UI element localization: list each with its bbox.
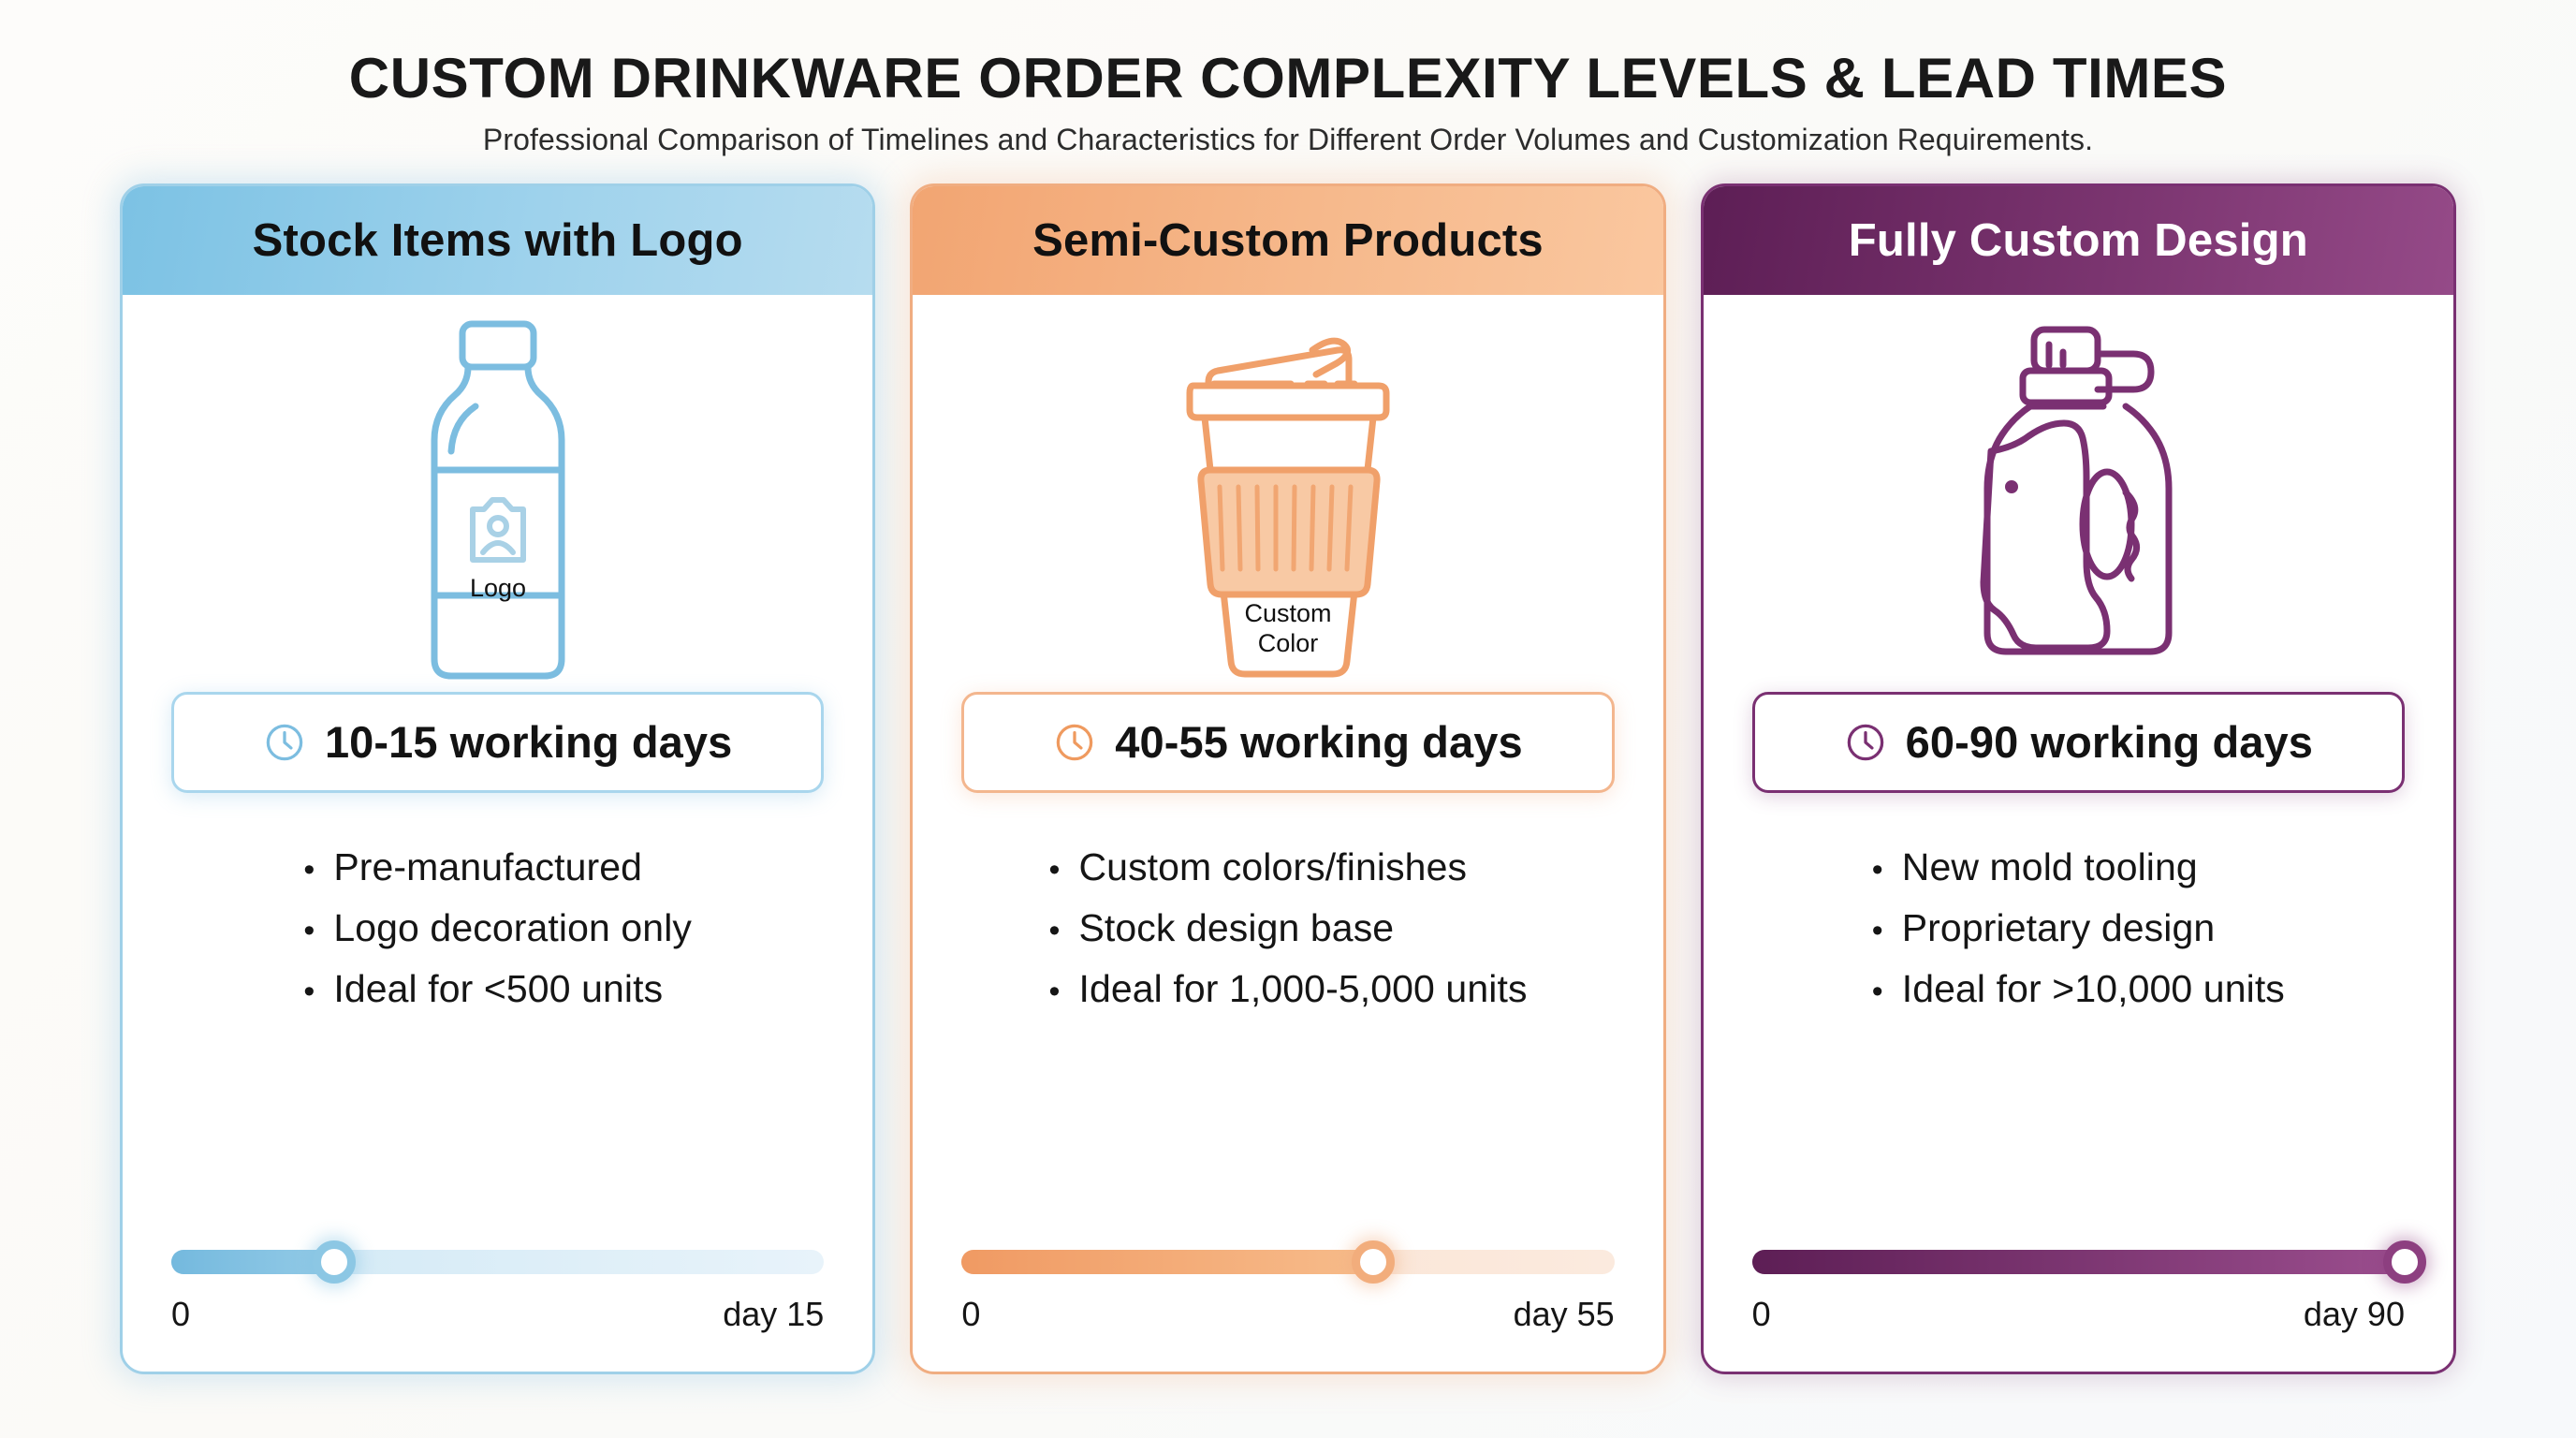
bullet-icon: • <box>303 973 315 1009</box>
card-title-2: Semi-Custom Products <box>1032 214 1544 266</box>
feature-text: Proprietary design <box>1901 905 2216 949</box>
lead-time-text-1: 10-15 working days <box>324 717 733 768</box>
illustration-2: Custom Color <box>913 295 1662 688</box>
lead-time-text-3: 60-90 working days <box>1905 717 2314 768</box>
slider-knob-3[interactable] <box>2382 1240 2426 1284</box>
list-item: • New mold tooling <box>1872 845 2285 889</box>
feature-text: New mold tooling <box>1901 844 2198 888</box>
slider-scale-1: 0 day 15 <box>171 1295 824 1334</box>
slider-fill-1 <box>171 1249 335 1274</box>
illustration-label-2-line2: Color <box>1258 629 1319 657</box>
lead-time-badge-3[interactable]: 60-90 working days <box>1751 691 2405 793</box>
clock-icon <box>266 724 303 761</box>
lead-time-wrap-3: 60-90 working days <box>1704 688 2453 793</box>
page-header: CUSTOM DRINKWARE ORDER COMPLEXITY LEVELS… <box>0 0 2576 157</box>
features-3: • New mold tooling • Proprietary design … <box>1704 793 2453 1250</box>
bullet-icon: • <box>303 912 315 948</box>
slider-scale-2: 0 day 55 <box>961 1295 1614 1334</box>
illustration-label-2-line1: Custom <box>1244 599 1331 627</box>
clock-icon <box>1847 724 1883 761</box>
water-bottle-icon: Logo <box>431 320 565 680</box>
bullet-icon: • <box>1871 851 1883 888</box>
slider-area-3: 0 day 90 <box>1704 1240 2453 1372</box>
bullet-icon: • <box>1048 973 1061 1009</box>
card-header-1: Stock Items with Logo <box>123 185 873 295</box>
feature-list-3: • New mold tooling • Proprietary design … <box>1872 845 2285 1011</box>
card-header-3: Fully Custom Design <box>1703 185 2453 295</box>
illustration-1: Logo <box>123 295 872 688</box>
illustration-label-1: Logo <box>470 574 526 602</box>
slider-max-label: day 15 <box>723 1294 825 1333</box>
card-stock-items-with-logo[interactable]: Stock Items with Logo <box>120 183 876 1374</box>
bullet-icon: • <box>1871 973 1883 1009</box>
slider-min-label: 0 <box>961 1294 981 1333</box>
slider-max-label: day 90 <box>2303 1294 2405 1333</box>
coffee-cup-icon: Custom Color <box>1186 337 1390 678</box>
page-title: CUSTOM DRINKWARE ORDER COMPLEXITY LEVELS… <box>348 47 2228 110</box>
feature-list-2: • Custom colors/finishes • Stock design … <box>1048 845 1527 1011</box>
lead-time-wrap-1: 10-15 working days <box>123 688 872 793</box>
list-item: • Ideal for <500 units <box>303 967 692 1011</box>
card-title-3: Fully Custom Design <box>1848 214 2308 266</box>
feature-text: Custom colors/finishes <box>1078 844 1468 888</box>
lead-time-badge-1[interactable]: 10-15 working days <box>171 691 825 793</box>
slider-knob-1[interactable] <box>313 1240 357 1284</box>
sport-bottle-icon <box>1980 326 2173 655</box>
clock-icon <box>1057 724 1093 761</box>
cup-sleeve <box>1197 466 1381 598</box>
card-fully-custom-design[interactable]: Fully Custom Design <box>1700 183 2456 1374</box>
list-item: • Ideal for >10,000 units <box>1872 967 2285 1011</box>
page-subtitle: Professional Comparison of Timelines and… <box>482 122 2094 156</box>
bullet-icon: • <box>1871 912 1883 948</box>
list-item: • Proprietary design <box>1872 906 2285 950</box>
card-semi-custom-products[interactable]: Semi-Custom Products <box>910 183 1666 1374</box>
slider-area-1: 0 day 15 <box>123 1240 872 1372</box>
feature-text: Pre-manufactured <box>333 844 643 888</box>
bullet-icon: • <box>303 851 315 888</box>
slider-area-2: 0 day 55 <box>913 1240 1662 1372</box>
slider-track-3[interactable] <box>1751 1240 2426 1284</box>
list-item: • Pre-manufactured <box>303 845 692 889</box>
feature-text: Ideal for >10,000 units <box>1901 966 2285 1010</box>
feature-text: Stock design base <box>1078 905 1395 949</box>
illustration-3 <box>1704 295 2453 688</box>
feature-text: Ideal for 1,000-5,000 units <box>1078 966 1528 1010</box>
slider-max-label: day 55 <box>1513 1294 1615 1333</box>
lead-time-text-2: 40-55 working days <box>1115 717 1523 768</box>
feature-text: Ideal for <500 units <box>333 966 664 1010</box>
bullet-icon: • <box>1048 851 1061 888</box>
card-title-1: Stock Items with Logo <box>252 214 743 266</box>
lead-time-badge-2[interactable]: 40-55 working days <box>961 691 1615 793</box>
slider-scale-3: 0 day 90 <box>1752 1295 2405 1334</box>
slider-fill-3 <box>1751 1249 2405 1274</box>
list-item: • Logo decoration only <box>303 906 692 950</box>
lead-time-wrap-2: 40-55 working days <box>913 688 1662 793</box>
card-header-2: Semi-Custom Products <box>913 185 1663 295</box>
list-item: • Stock design base <box>1048 906 1527 950</box>
slider-min-label: 0 <box>171 1294 191 1333</box>
feature-list-1: • Pre-manufactured • Logo decoration onl… <box>303 845 692 1011</box>
bullet-icon: • <box>1048 912 1061 948</box>
list-item: • Ideal for 1,000-5,000 units <box>1048 967 1527 1011</box>
slider-track-1[interactable] <box>171 1240 825 1284</box>
slider-fill-2 <box>961 1249 1373 1274</box>
slider-min-label: 0 <box>1751 1294 1771 1333</box>
features-1: • Pre-manufactured • Logo decoration onl… <box>123 793 872 1250</box>
features-2: • Custom colors/finishes • Stock design … <box>913 793 1662 1250</box>
slider-knob-2[interactable] <box>1351 1240 1395 1284</box>
slider-track-2[interactable] <box>961 1240 1615 1284</box>
list-item: • Custom colors/finishes <box>1048 845 1527 889</box>
cards-row: Stock Items with Logo <box>0 157 2576 1374</box>
feature-text: Logo decoration only <box>333 905 692 949</box>
